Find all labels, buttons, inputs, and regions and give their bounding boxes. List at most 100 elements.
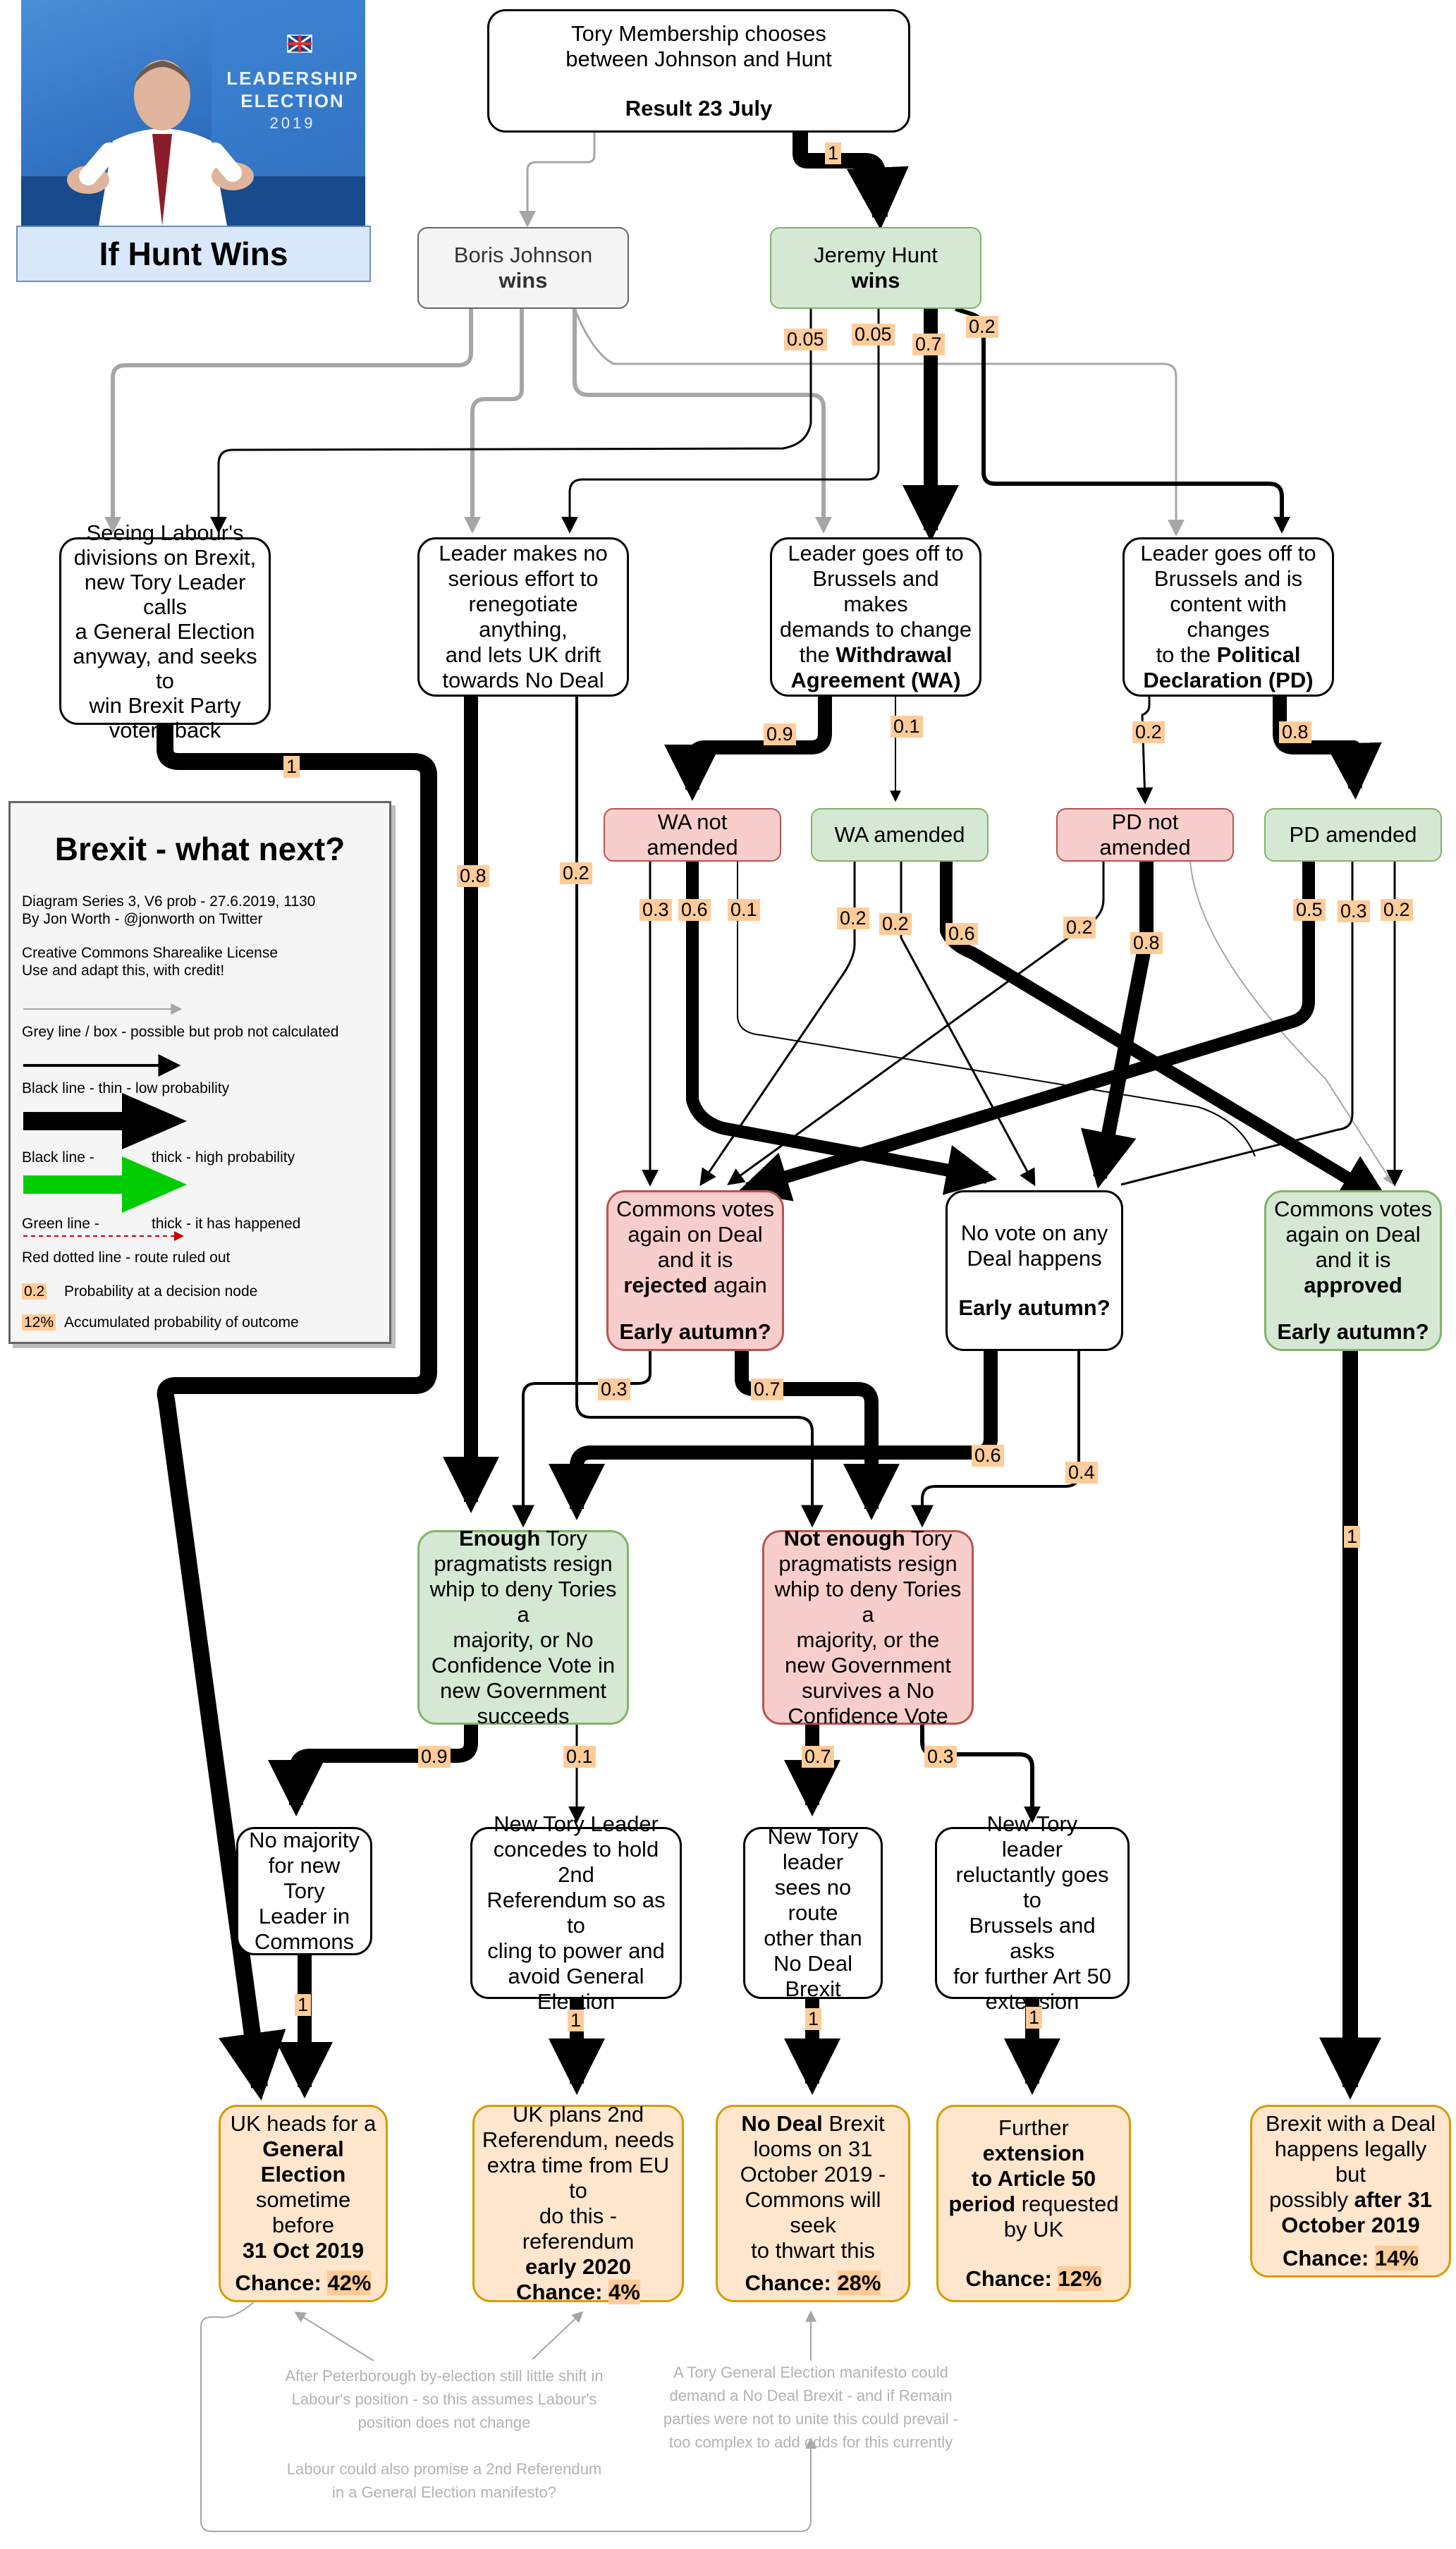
connector-arrow: [294, 2311, 374, 2361]
node-text: Agreement (WA): [790, 668, 961, 692]
node-text: Leader in: [258, 1904, 350, 1928]
node-text: and it is: [1315, 1247, 1391, 1272]
node-text: concedes to hold 2nd: [493, 1837, 659, 1887]
node-text: towards No Deal: [442, 668, 604, 692]
node-text: No majority: [249, 1828, 360, 1852]
node-text: extension: [982, 2141, 1085, 2165]
legend-panel: Brexit - what next? Diagram Series 3, V6…: [8, 801, 391, 1344]
prob-label: 0.1: [728, 899, 760, 921]
connector-arrow: [738, 862, 1315, 1202]
node-text: Seeing Labour's: [86, 520, 244, 545]
node-text: Brexit: [822, 2111, 885, 2136]
hunt-wins-node: Jeremy Hunt wins: [770, 227, 981, 309]
node-text: sometime before: [255, 2187, 351, 2237]
node-text: avoid General: [508, 1964, 644, 1988]
outcome-no-deal: No Deal Brexit looms on 31 October 2019 …: [716, 2105, 910, 2302]
connector-arrow: [920, 1725, 1041, 1823]
node-text: divisions on Brexit,: [73, 544, 257, 570]
node-text: Early autumn?: [1277, 1319, 1429, 1344]
connector-arrow: [200, 2302, 816, 2532]
connector-arrow: [1120, 862, 1354, 1186]
prob-label: 0.2: [837, 907, 869, 929]
node-text: rejected: [623, 1273, 708, 1297]
connector-arrow: [561, 309, 880, 534]
node-text: Boris Johnson: [453, 243, 593, 267]
note-line: in a General Election manifesto?: [332, 2483, 556, 2501]
node-text: and lets UK drift: [445, 642, 601, 667]
prob-label: 0.5: [1293, 899, 1326, 921]
node-text: Brussels and makes: [812, 566, 939, 616]
node-text: leader: [782, 1850, 844, 1874]
node-text: Jeremy Hunt: [814, 243, 938, 267]
prob-label: 0.3: [924, 1746, 957, 1768]
wa-amended-node: WA amended: [811, 808, 989, 862]
node-text: serious effort to: [448, 566, 599, 591]
photo-caption: If Hunt Wins: [16, 226, 371, 282]
prob-label: 0.3: [640, 899, 672, 921]
legend-green-text-a: Green line -: [22, 1216, 99, 1232]
note-labour-position: After Peterborough by-election still lit…: [268, 2364, 620, 2504]
prob-label: 0.2: [966, 316, 998, 338]
prob-label: 1: [805, 2008, 822, 2030]
connector-arrow: [1080, 862, 1154, 1189]
no-vote-node: No vote on any Deal happens Early autumn…: [946, 1190, 1123, 1351]
outcome-extension: Further extension to Article 50 period r…: [936, 2105, 1131, 2302]
connector-arrow: [573, 309, 832, 534]
node-text: possibly: [1269, 2187, 1354, 2212]
sign-line-1: LEADERSHIP: [226, 68, 359, 89]
connector-arrow: [549, 1351, 998, 1520]
flag-icon: [287, 34, 312, 54]
node-text: Confidence Vote in: [431, 1653, 616, 1677]
prob-label: 1: [825, 142, 842, 164]
outcome-second-referendum: UK plans 2nd Referendum, needs extra tim…: [472, 2102, 684, 2304]
prob-label: 0.2: [1381, 899, 1413, 921]
node-text: early 2020: [525, 2254, 631, 2279]
no-majority-node: No majority for new Tory Leader in Commo…: [236, 1827, 372, 1955]
node-text: PD amended: [1289, 822, 1417, 847]
node-text: sees no route: [774, 1875, 852, 1925]
connector-arrow: [737, 862, 1256, 1157]
legend-thick-text-b: thick - high probability: [152, 1149, 295, 1166]
node-text: Commons will seek: [745, 2187, 881, 2237]
prob-label: 0.8: [457, 865, 489, 887]
chance-value: 14%: [1374, 2246, 1419, 2270]
node-text: No Deal: [741, 2111, 823, 2136]
node-text: majority, or No: [453, 1627, 594, 1652]
prob-label: 1: [295, 1994, 312, 2016]
node-text: pragmatists resign: [778, 1551, 958, 1576]
node-text: to thwart this: [751, 2238, 875, 2263]
node-text: Tory: [905, 1526, 953, 1551]
legend-license-1: Creative Commons Sharealike License: [22, 945, 278, 961]
node-text: to Article 50: [971, 2166, 1096, 2191]
connector-arrow: [104, 309, 473, 534]
node-text: Referendum so as to: [487, 1888, 666, 1938]
legend-green-text-b: thick - it has happened: [152, 1216, 301, 1232]
chance-label: Chance:: [516, 2280, 609, 2304]
node-text: New Tory: [986, 1811, 1078, 1836]
note-line: A Tory General Election manifesto could: [673, 2364, 948, 2381]
prob-label: 0.1: [891, 716, 923, 738]
node-text: Political: [1216, 642, 1301, 667]
legend-green-arrowhead: [122, 1156, 187, 1213]
no-deal-drift-node: Leader makes no serious effort to renego…: [417, 537, 629, 697]
note-line: demand a No Deal Brexit - and if Remain: [669, 2387, 953, 2404]
node-text: succeeds: [477, 1704, 570, 1728]
legend-red-text: Red dotted line - route ruled out: [22, 1249, 231, 1266]
node-text: again on Deal: [1285, 1222, 1421, 1247]
node-text: Brexit: [785, 1976, 841, 2001]
node-text: Confidence Vote: [788, 1704, 948, 1728]
prob-label: 0.6: [678, 899, 711, 921]
node-text: Commons votes: [1274, 1197, 1432, 1221]
note-line: parties were not to unite this could pre…: [663, 2410, 959, 2428]
candidate-photo: LEADERSHIP ELECTION 2019: [21, 0, 365, 226]
node-text: majority, or the: [796, 1627, 940, 1652]
prob-label: 1: [1026, 2007, 1043, 2029]
no-route-node: New Tory leader sees no route other than…: [743, 1824, 883, 2001]
node-text: Tory: [540, 1526, 587, 1551]
note-line: too complex to add odds for this current…: [668, 2433, 953, 2451]
prob-label: 0.7: [912, 334, 945, 355]
node-text: WA amended: [834, 822, 965, 847]
node-text: approved: [1304, 1273, 1402, 1297]
node-text: Commons: [254, 1929, 355, 1954]
prob-label: 0.6: [946, 923, 978, 945]
